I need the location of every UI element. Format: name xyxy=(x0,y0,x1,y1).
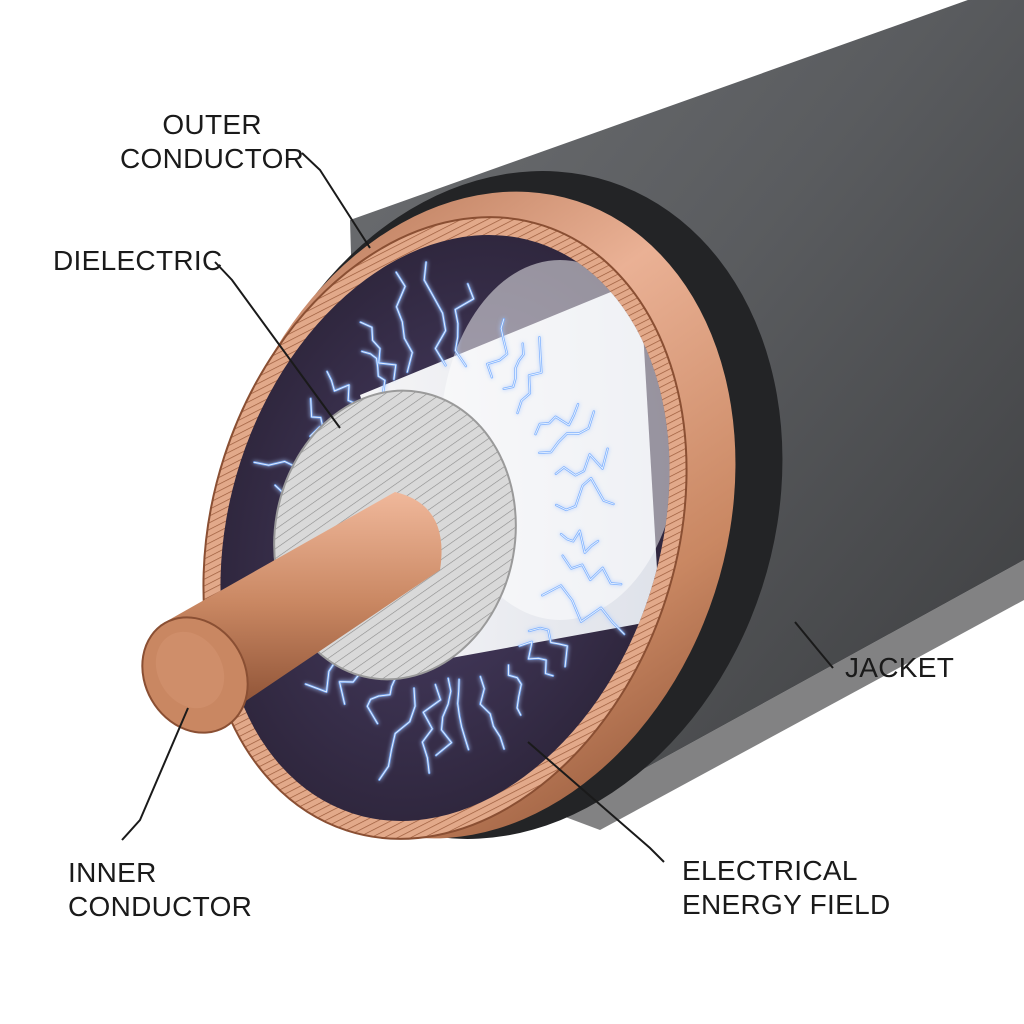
lightning-arc-core xyxy=(541,585,625,635)
lightning-arc-core xyxy=(378,687,416,781)
leader-dielectric xyxy=(214,261,341,429)
label-inner-conductor: INNER CONDUCTOR xyxy=(68,856,252,924)
lightning-arc-core xyxy=(555,477,614,511)
lightning-arc-core xyxy=(423,261,447,366)
lightning-arc-core xyxy=(517,336,542,414)
label-inner-conductor-line1: INNER xyxy=(68,857,157,888)
leader-inner-conductor xyxy=(121,707,189,841)
lightning-arc-core xyxy=(361,350,386,392)
lightning-arc-core xyxy=(454,283,475,367)
leader-energy-field xyxy=(527,741,665,863)
lightning-arc-core xyxy=(435,677,452,756)
label-dielectric: DIELECTRIC xyxy=(53,244,222,278)
lightning-arc-core xyxy=(479,676,505,750)
lightning-arc-core xyxy=(395,271,413,373)
label-electrical-energy-field: ELECTRICAL ENERGY FIELD xyxy=(682,854,890,922)
lightning-arc-core xyxy=(538,411,595,454)
label-energy-field-line2: ENERGY FIELD xyxy=(682,889,891,920)
lightning-arc-core xyxy=(519,641,554,677)
label-outer-conductor-line2: CONDUCTOR xyxy=(120,143,305,174)
lightning-arc-core xyxy=(535,403,579,435)
lightning-arc-core xyxy=(486,318,508,378)
leader-jacket xyxy=(794,621,834,669)
lightning-arc-core xyxy=(555,448,609,476)
label-outer-conductor-line1: OUTER xyxy=(162,109,262,140)
label-jacket-text: JACKET xyxy=(845,652,955,683)
leader-outer-conductor xyxy=(301,152,371,249)
label-energy-field-line1: ELECTRICAL xyxy=(682,855,858,886)
label-dielectric-text: DIELECTRIC xyxy=(53,245,223,276)
lightning-arc-core xyxy=(360,321,397,380)
label-inner-conductor-line2: CONDUCTOR xyxy=(68,891,253,922)
lightning-arc-core xyxy=(366,678,396,724)
lightning-arc-core xyxy=(508,664,522,716)
label-outer-conductor: OUTER CONDUCTOR xyxy=(120,108,304,176)
lightning-arc-core xyxy=(457,678,469,750)
inner-conductor xyxy=(141,492,442,734)
lightning-arc-core xyxy=(528,627,568,668)
lightning-arc-core xyxy=(560,530,599,554)
label-jacket: JACKET xyxy=(845,651,954,685)
lightning-arc-core xyxy=(503,343,524,390)
lightning-arc-core xyxy=(421,684,441,774)
lightning-arc-core xyxy=(562,555,622,585)
leader-lines xyxy=(121,152,834,863)
